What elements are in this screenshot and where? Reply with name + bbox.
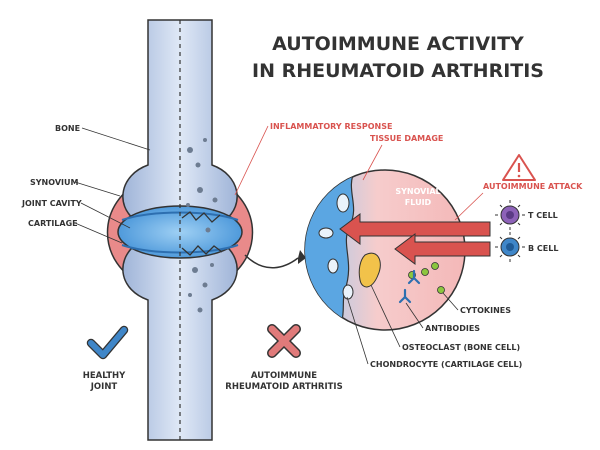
label-autoimmune-attack: AUTOIMMUNE ATTACK xyxy=(483,182,583,191)
osteoclast-cell xyxy=(358,252,381,288)
damage-speckles xyxy=(186,138,218,313)
label-synovial-fluid-2: FLUID xyxy=(405,198,432,207)
label-bone: BONE xyxy=(55,124,80,133)
label-ra-2: RHEUMATOID ARTHRITIS xyxy=(225,382,342,392)
label-healthy-2: JOINT xyxy=(90,382,118,392)
title-line-2: IN RHEUMATOID ARTHRITIS xyxy=(252,60,544,82)
label-synovial-fluid-1: SYNOVIAL xyxy=(395,187,440,196)
b-cell-icon xyxy=(495,232,525,262)
joint-illustration xyxy=(106,19,254,441)
check-icon xyxy=(86,325,129,360)
joint-labels: BONE SYNOVIUM JOINT CAVITY CARTILAGE xyxy=(21,124,151,244)
zoom-arrow xyxy=(244,254,299,269)
attack-arrows xyxy=(339,213,491,265)
label-osteoclast: OSTEOCLAST (BONE CELL) xyxy=(402,343,520,352)
warning-icon xyxy=(502,154,536,181)
label-cartilage: CARTILAGE xyxy=(28,219,78,228)
label-b-cell: B CELL xyxy=(528,244,558,253)
label-t-cell: T CELL xyxy=(528,211,558,220)
label-ra-1: AUTOIMMUNE xyxy=(251,371,317,381)
antibodies-icon xyxy=(398,269,421,304)
label-tissue-damage: TISSUE DAMAGE xyxy=(370,134,443,143)
label-synovium: SYNOVIUM xyxy=(30,178,79,187)
label-cytokines: CYTOKINES xyxy=(460,306,511,315)
label-antibodies: ANTIBODIES xyxy=(425,324,480,333)
cross-icon xyxy=(267,324,301,358)
title-line-1: AUTOIMMUNE ACTIVITY xyxy=(272,33,524,55)
label-inflammatory-response: INFLAMMATORY RESPONSE xyxy=(270,122,392,131)
label-chondrocyte: CHONDROCYTE (CARTILAGE CELL) xyxy=(370,360,522,369)
label-healthy-1: HEALTHY xyxy=(83,371,126,381)
t-cell-icon xyxy=(495,200,525,230)
label-joint-cavity: JOINT CAVITY xyxy=(21,199,82,208)
